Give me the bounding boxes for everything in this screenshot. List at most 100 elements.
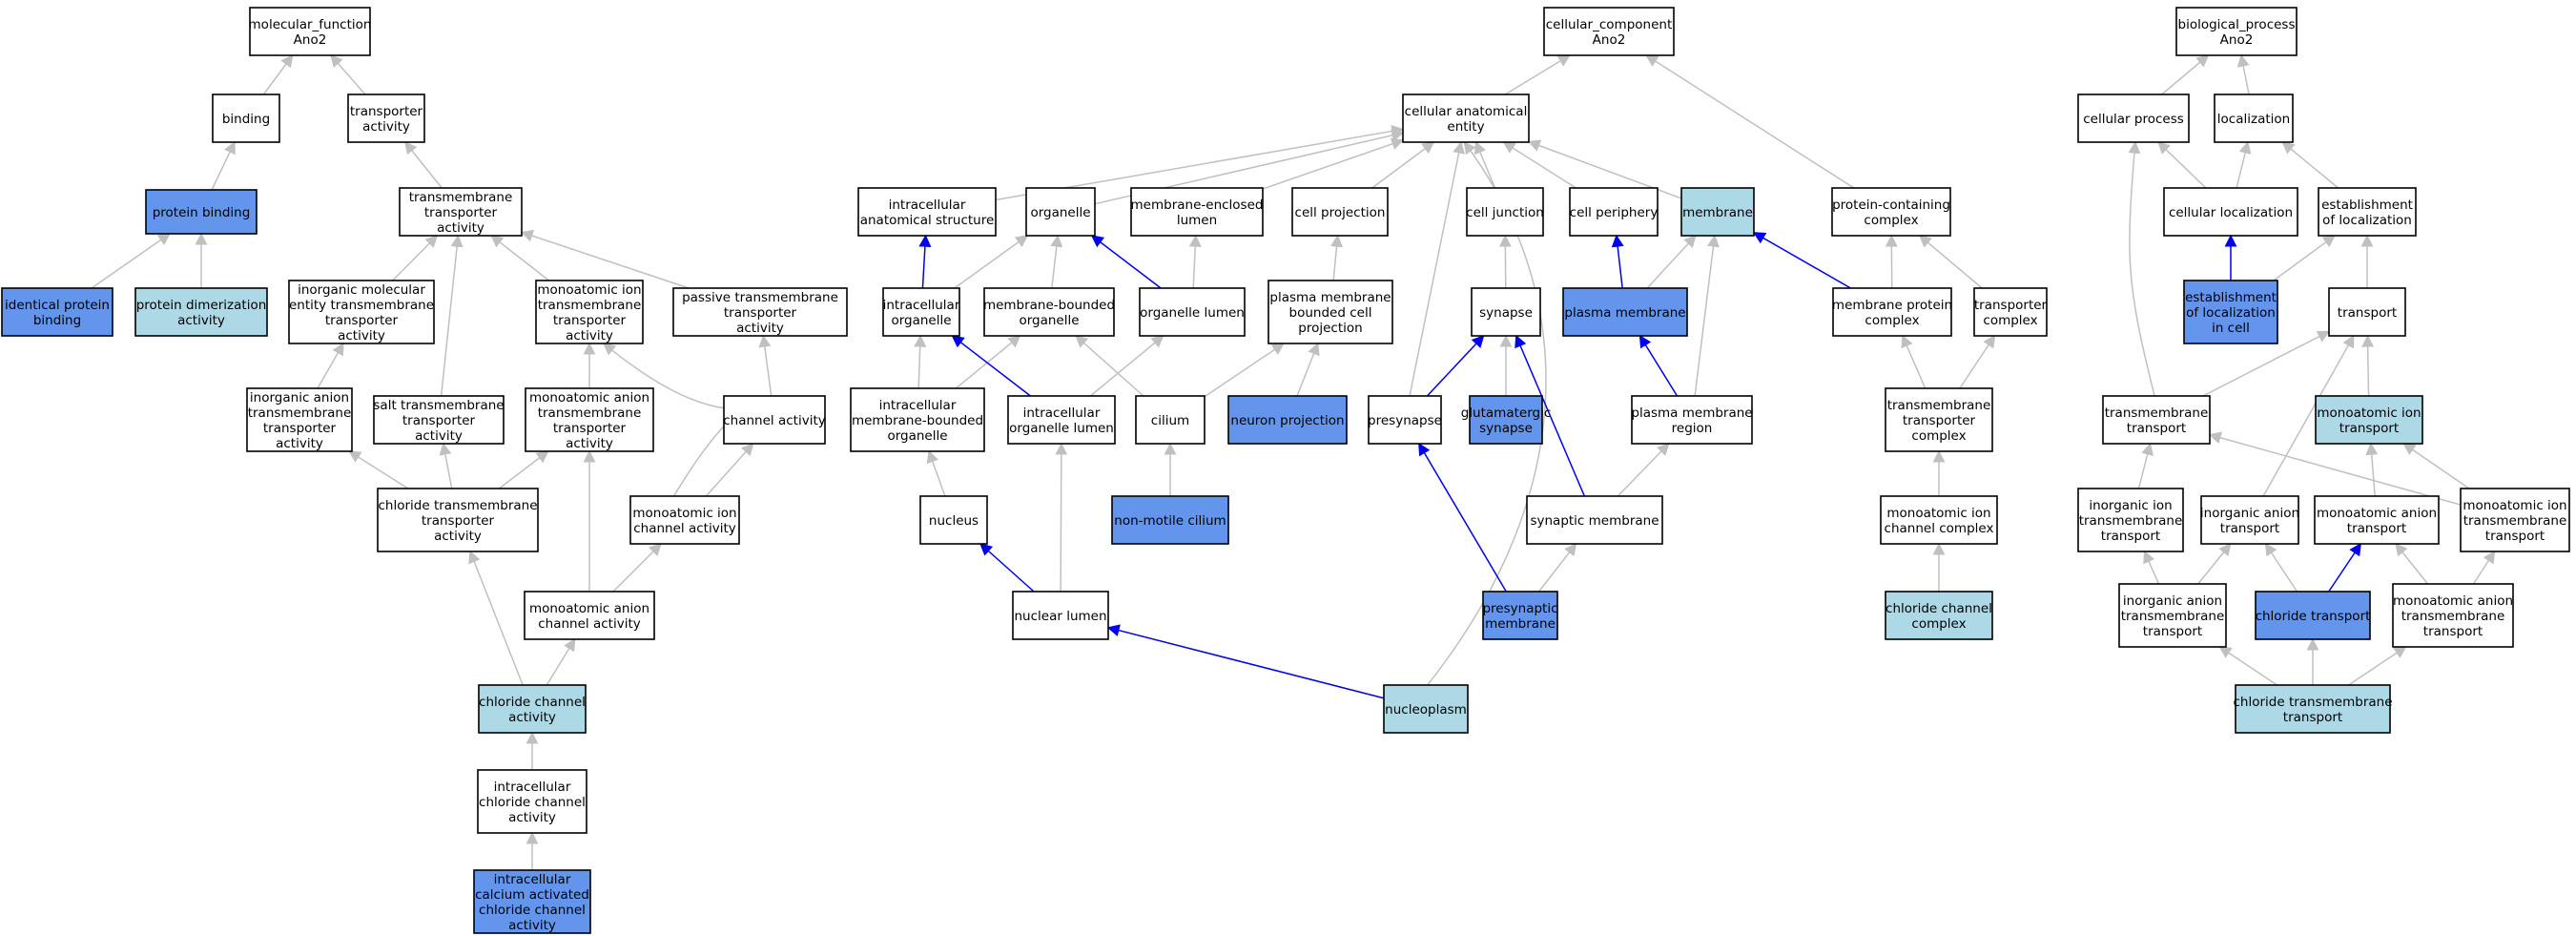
term-box [2118, 583, 2227, 648]
go-term-nucleoplasm: nucleoplasm [1383, 684, 1469, 734]
edge-protein_binding-to-binding [211, 140, 236, 191]
term-box [373, 395, 505, 445]
edge-mono_ion_tm_transport-to-mono_ion_transport [2402, 443, 2470, 489]
term-label-line: protein-containing [1832, 198, 1950, 213]
edge-line [979, 543, 1035, 593]
term-label-line: activity [508, 710, 556, 725]
term-box [882, 287, 960, 337]
term-label-line: transporter [553, 313, 627, 328]
edge-chloride_transport-to-inorg_anion_transport [2264, 542, 2298, 593]
term-label-line: protein dimerization [136, 298, 267, 313]
term-box [1267, 280, 1393, 344]
edge-est_loc_cell-to-est_loc [2273, 235, 2336, 281]
edge-tm_transport-to-transport [2202, 330, 2331, 397]
edge-line [758, 334, 773, 397]
edge-mem_prot_complex-to-prot_complex [1885, 234, 1898, 289]
term-label-line: in cell [2212, 321, 2250, 336]
term-box [1368, 395, 1442, 445]
term-box [1562, 287, 1688, 337]
term-label-line: activity [736, 321, 784, 336]
term-label-line: establishment [2321, 198, 2413, 213]
edge-inorg_anion_tm-to-inorg_mol [317, 342, 344, 389]
edge-line [392, 235, 439, 281]
term-box [2077, 488, 2184, 552]
edge-mono_ion_tm_transport-to-tm_transport [2208, 431, 2462, 506]
edge-line [955, 335, 1021, 389]
edge-cell_proj-to-cae [1371, 141, 1435, 189]
term-label-line: monoatomic ion [2317, 406, 2421, 421]
term-label-line: lumen [1177, 213, 1217, 228]
term-label-line: anatomical structure [860, 213, 995, 228]
term-label-line: transporter [350, 104, 423, 119]
edge-line [520, 229, 690, 289]
edge-pm_region-to-membrane [1694, 234, 1720, 397]
term-label-line: activity [177, 313, 225, 328]
term-label-line: organelle lumen [1009, 421, 1114, 436]
edge-line [1885, 234, 1898, 289]
edge-inorg_ion_tm_transport-to-tm_transport [2137, 442, 2154, 489]
term-box [525, 387, 654, 452]
term-box [857, 187, 997, 237]
term-label-line: transport [2143, 624, 2202, 639]
term-box [1139, 287, 1246, 337]
go-term-presynapse: presynapse [1368, 395, 1442, 445]
term-box [524, 591, 655, 640]
term-label-line: protein binding [153, 205, 251, 220]
edge-line [705, 443, 754, 497]
term-label-line: complex [1911, 428, 1966, 444]
term-box [1, 287, 113, 337]
term-label-line: synapse [1479, 305, 1533, 321]
edge-presynapse-to-cae [1409, 140, 1465, 397]
term-label-line: transmembrane [538, 406, 642, 421]
edge-cell_junction-to-cae [1473, 140, 1496, 189]
term-label-line: transmembrane [1887, 398, 1991, 413]
term-box [2392, 583, 2514, 648]
term-box [1885, 591, 1993, 640]
edge-inorg_anion_tm_transport-to-inorg_anion_transport [2197, 542, 2232, 585]
term-label-line: intracellular [494, 872, 571, 887]
term-box [1973, 287, 2048, 337]
term-label-line: nucleus [929, 513, 979, 529]
edge-line [1645, 54, 1855, 189]
term-box [249, 7, 371, 56]
edge-chloride_tm_transport-to-mono_anion_tm_transport [2348, 646, 2407, 686]
edge-est_loc-to-localization [2281, 141, 2339, 189]
term-box [1832, 287, 1952, 337]
term-label-line: chloride channel [479, 795, 586, 810]
term-label-line: transmembrane [2401, 609, 2505, 624]
term-label-line: inorganic molecular [298, 282, 425, 298]
term-label-line: transport [2485, 529, 2545, 544]
edge-line [2395, 542, 2429, 585]
term-label-line: activity [415, 428, 463, 444]
term-label-line: entity transmembrane [289, 298, 434, 313]
term-label-line: non-motile cilium [1114, 513, 1226, 529]
edge-pm_proj-to-cell_proj [1330, 234, 1343, 281]
edge-chloride_tm-to-mono_anion_tm [498, 450, 549, 489]
term-label-line: of localization [2186, 305, 2276, 321]
term-label-line: monoatomic anion [2317, 506, 2437, 521]
edge-line [2236, 53, 2250, 95]
edge-tm_transporter-to-transporter [404, 140, 443, 189]
edge-org_lumen-to-mem_lumen [1188, 234, 1202, 289]
term-box [2328, 287, 2406, 337]
term-box [1471, 287, 1541, 337]
term-box [1007, 395, 1116, 445]
term-label-line: activity [566, 436, 613, 451]
term-label-line: passive transmembrane [682, 290, 838, 305]
term-label-line: plasma membrane [1631, 406, 1752, 421]
term-box [1885, 387, 1993, 452]
edge-pm_region-to-plasma_mem [1638, 334, 1679, 397]
